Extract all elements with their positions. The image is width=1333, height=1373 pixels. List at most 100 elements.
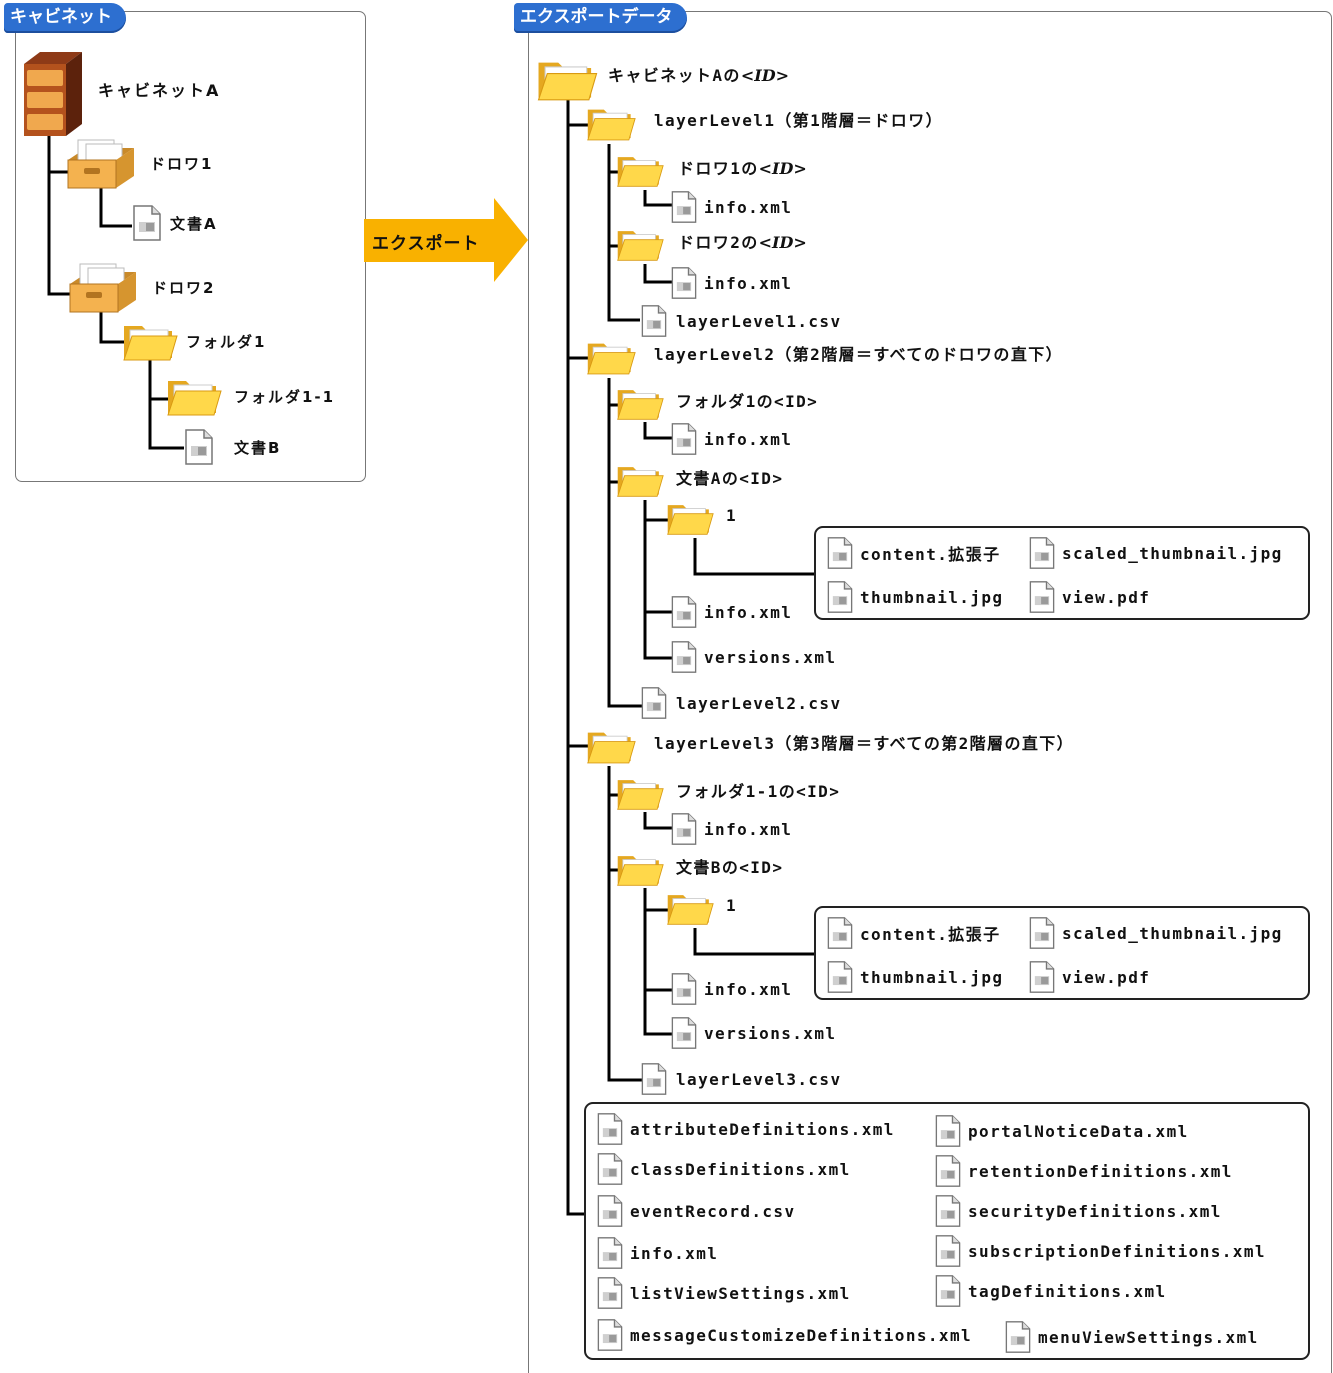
scaled-thumbnail-label: scaled_thumbnail.jpg [1062,543,1283,563]
folder-1-label: フォルダ1 [186,332,267,351]
root-file-label: tagDefinitions.xml [968,1281,1167,1301]
layer-level2-label: layerLevel2（第2階層＝すべてのドロワの直下） [654,345,1064,364]
drawer-1: ドロワ1 [64,138,213,194]
folder-1-1: フォルダ1-1 [166,375,335,417]
file-icon [671,596,697,628]
file-icon [671,973,697,1005]
file-icon [827,961,853,993]
scaled-thumbnail-label: scaled_thumbnail.jpg [1062,923,1283,943]
folder1-1-info-file: info.xml [670,812,792,846]
thumbnail-label: thumbnail.jpg [860,967,1004,987]
file-icon [1029,961,1055,993]
thumbnail-label: thumbnail.jpg [860,587,1004,607]
export-data-panel-title: エクスポートデータ [514,3,687,33]
folder-icon [537,62,598,101]
doc-a-versions-file: versions.xml [670,640,836,674]
file-icon [641,1063,667,1095]
folder1-info-file: info.xml [670,422,792,456]
root-file-label: portalNoticeData.xml [968,1121,1189,1141]
content-ext-file: content.拡張子 [826,916,1000,950]
layer-level3-label: layerLevel3（第3階層＝すべての第2階層の直下） [654,734,1075,753]
file-icon [597,1195,623,1227]
doc-a-version-folder: 1 [666,500,737,536]
doc-a: 文書A [132,204,218,242]
drawer2-id-folder: ドロワ2の<ID> [616,226,807,262]
content-ext-label: content.拡張子 [860,545,1001,564]
file-icon [827,537,853,569]
view-pdf-label: view.pdf [1062,587,1151,607]
root-folder: キャビネットAの<ID> [536,56,789,102]
file-icon [935,1235,961,1267]
folder-icon [617,467,664,497]
file-icon [133,205,161,241]
file-icon [671,191,697,223]
layer-level1-csv-label: layerLevel1.csv [676,311,842,331]
root-file-left-3: info.xml [596,1236,718,1270]
doc-a-id-label: 文書Aの<ID> [676,469,784,488]
file-icon [935,1155,961,1187]
cabinet-icon [24,52,82,136]
cabinet-a: キャビネットA [22,50,220,138]
folder1-1-info-label: info.xml [704,819,793,839]
file-icon [1029,917,1055,949]
root-file-left-5: messageCustomizeDefinitions.xml [596,1318,972,1352]
root-file-label: securityDefinitions.xml [968,1201,1222,1221]
folder-icon [167,381,222,416]
folder1-1-id-folder: フォルダ1-1の<ID> [616,775,840,811]
folder-icon [587,109,636,141]
doc-a-id-folder: 文書Aの<ID> [616,462,783,498]
folder-icon [617,780,664,810]
doc-b-label: 文書B [234,438,282,457]
doc-a-label: 文書A [170,214,218,233]
drawer-2: ドロワ2 [66,262,215,318]
folder-1: フォルダ1 [122,320,266,362]
cabinet-label: キャビネットA [98,81,221,100]
doc-b-version-files-box: content.拡張子 scaled_thumbnail.jpg thumbna… [814,906,1310,1000]
drawer-2-label: ドロワ2 [152,278,216,297]
export-arrow [364,198,528,282]
root-file-left-2: eventRecord.csv [596,1194,796,1228]
folder-icon [617,856,664,886]
doc-b-version-folder: 1 [666,890,737,926]
drawer-1-label: ドロワ1 [150,154,214,173]
folder1-info-label: info.xml [704,429,793,449]
layer-level3-folder: layerLevel3（第3階層＝すべての第2階層の直下） [586,727,1074,765]
drawer1-id-folder: ドロワ1の<ID> [616,152,807,188]
folder1-1-id-label: フォルダ1-1の<ID> [676,782,841,801]
file-icon [597,1237,623,1269]
doc-b: 文書B [184,428,281,466]
layer-level2-csv-file: layerLevel2.csv [640,686,842,720]
view-pdf-file: view.pdf [1028,960,1150,994]
root-file-right-0: portalNoticeData.xml [934,1114,1189,1148]
drawer1-info-file: info.xml [670,190,792,224]
file-icon [671,423,697,455]
drawer-icon [67,139,134,189]
drawer1-id-label: ドロワ1の<ID> [678,159,807,178]
root-file-label: menuViewSettings.xml [1038,1327,1259,1347]
file-icon [671,267,697,299]
root-file-right-3: subscriptionDefinitions.xml [934,1234,1266,1268]
file-icon [935,1195,961,1227]
root-file-label: retentionDefinitions.xml [968,1161,1233,1181]
file-icon [935,1115,961,1147]
doc-b-id-folder: 文書Bの<ID> [616,851,783,887]
root-file-label: subscriptionDefinitions.xml [968,1241,1266,1261]
file-icon [827,917,853,949]
layer-level2-folder: layerLevel2（第2階層＝すべてのドロワの直下） [586,338,1063,376]
file-icon [597,1113,623,1145]
file-icon [1005,1321,1031,1353]
folder-icon [667,505,714,535]
export-arrow-label: エクスポート [372,234,480,254]
file-icon [641,687,667,719]
content-ext-file: content.拡張子 [826,536,1000,570]
layer-level1-csv-file: layerLevel1.csv [640,304,842,338]
drawer1-info-label: info.xml [704,197,793,217]
folder-icon [667,895,714,925]
layer-level2-csv-label: layerLevel2.csv [676,693,842,713]
folder-icon [617,157,664,187]
file-icon [671,1017,697,1049]
folder-icon [617,231,664,261]
scaled-thumbnail-file: scaled_thumbnail.jpg [1028,916,1283,950]
